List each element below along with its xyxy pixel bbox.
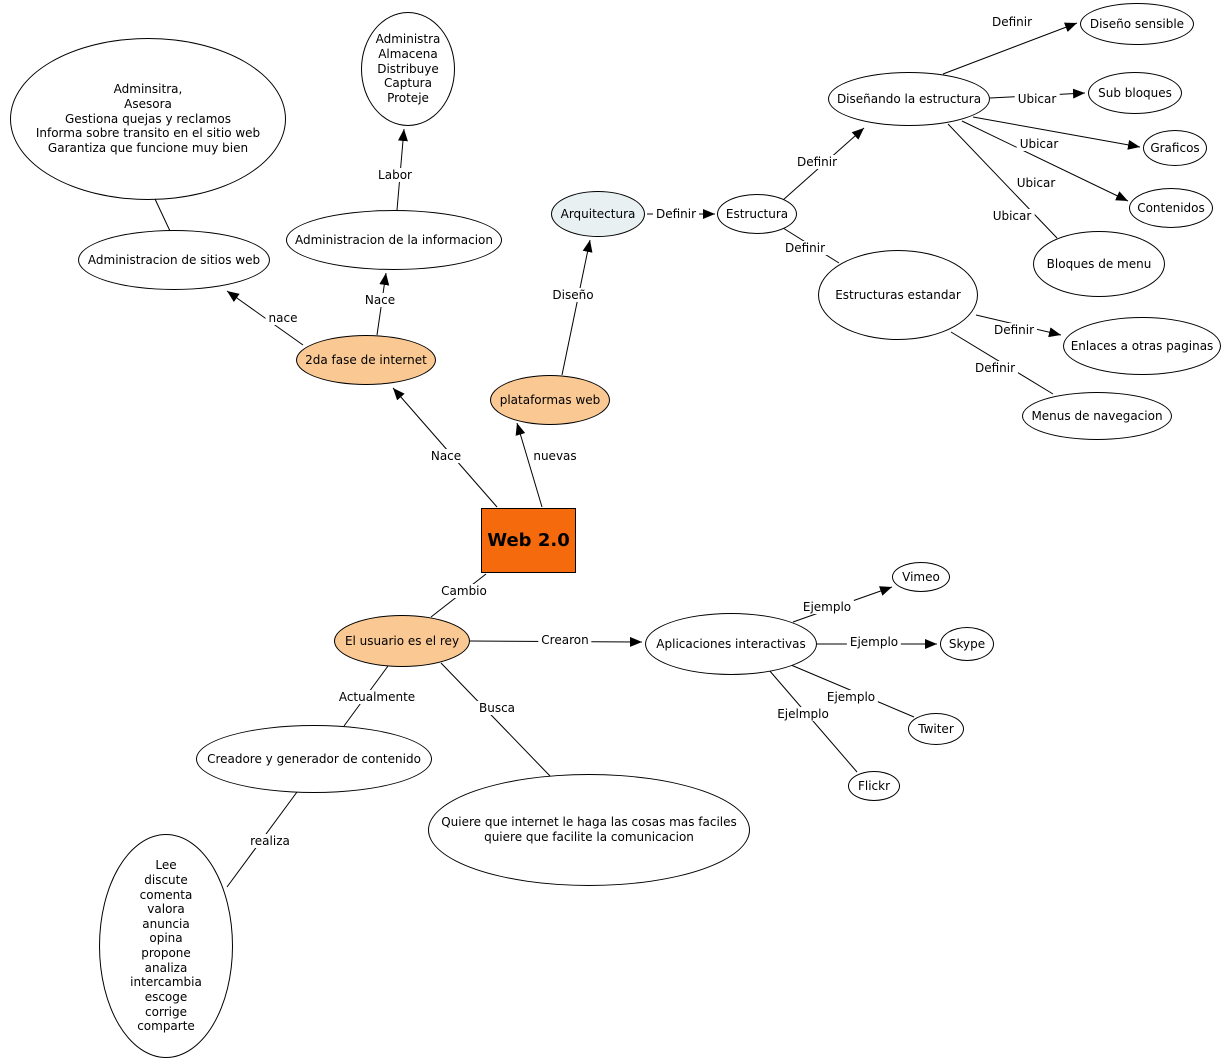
edge-label-ejelmplo-flickr[interactable]: Ejelmplo [774, 707, 832, 721]
edge-fase2-admin-sitios [226, 290, 304, 346]
node-twiter[interactable]: Twiter [908, 713, 964, 745]
edge-label-diseno[interactable]: Diseño [549, 288, 597, 302]
edge-label-actualmente[interactable]: Actualmente [335, 690, 419, 704]
node-admin-informacion[interactable]: Administracion de la informacion [286, 210, 502, 270]
edge-label-ubicar-contenidos[interactable]: Ubicar [1013, 176, 1059, 190]
edge-label-busca[interactable]: Busca [475, 701, 519, 715]
edge-label-definir-arq[interactable]: Definir [652, 207, 700, 221]
node-admin-sitios[interactable]: Administracion de sitios web [78, 230, 270, 290]
node-fase2[interactable]: 2da fase de internet [296, 335, 436, 385]
node-graficos[interactable]: Graficos [1143, 130, 1207, 166]
node-admin-tasks[interactable]: Adminsitra, Asesora Gestiona quejas y re… [10, 38, 286, 200]
edge-label-crearon[interactable]: Crearon [538, 633, 592, 647]
edge-web20-plataformas [515, 422, 543, 508]
node-bloques-menu[interactable]: Bloques de menu [1033, 231, 1165, 297]
node-usuario[interactable]: El usuario es el rey [334, 615, 470, 667]
edge-label-cambio[interactable]: Cambio [438, 584, 490, 598]
edge-label-ejemplo-skype[interactable]: Ejemplo [846, 635, 902, 649]
node-enlaces[interactable]: Enlaces a otras paginas [1063, 317, 1221, 375]
node-plataformas[interactable]: plataformas web [490, 375, 610, 425]
edge-aplicaciones-flickr [768, 669, 858, 773]
edge-label-realiza[interactable]: realiza [247, 834, 293, 848]
node-contenidos[interactable]: Contenidos [1129, 188, 1213, 228]
node-arquitectura[interactable]: Arquitectura [551, 191, 645, 237]
edge-disenando-graficos [972, 116, 1141, 150]
edge-label-definir-disenando[interactable]: Definir [793, 155, 841, 169]
edge-plataformas-arquitectura [561, 239, 593, 376]
edge-label-ubicar-graficos[interactable]: Ubicar [1016, 137, 1062, 151]
node-info-tasks[interactable]: Administra Almacena Distribuye Captura P… [361, 12, 455, 126]
node-web-2-0[interactable]: Web 2.0 [481, 508, 576, 573]
node-diseno-sensible[interactable]: Diseño sensible [1080, 3, 1194, 45]
edge-label-ejemplo-vimeo[interactable]: Ejemplo [799, 600, 855, 614]
node-flickr[interactable]: Flickr [848, 771, 900, 801]
node-creadore[interactable]: Creadore y generador de contenido [196, 725, 432, 793]
node-vimeo[interactable]: Vimeo [892, 562, 950, 592]
edge-label-definir-estandar[interactable]: Definir [781, 241, 829, 255]
node-menus-nav[interactable]: Menus de navegacion [1022, 392, 1172, 440]
node-skype[interactable]: Skype [940, 627, 994, 661]
edge-admin-tasks-admin-sitios [154, 198, 171, 232]
edge-label-nace-sitios[interactable]: nace [265, 311, 301, 325]
edge-label-ubicar-bloques[interactable]: Ubicar [989, 209, 1035, 223]
edge-label-definir-sensible[interactable]: Definir [988, 15, 1036, 29]
edge-web20-fase2 [392, 387, 498, 508]
node-aplicaciones[interactable]: Aplicaciones interactivas [645, 613, 817, 675]
edge-label-labor[interactable]: Labor [375, 168, 415, 182]
edge-label-nace-fase[interactable]: Nace [427, 449, 465, 463]
edge-label-ejemplo-twiter[interactable]: Ejemplo [823, 690, 879, 704]
node-estructura[interactable]: Estructura [717, 194, 797, 234]
node-disenando[interactable]: Diseñando la estructura [828, 72, 990, 126]
node-user-actions[interactable]: Lee discute comenta valora anuncia opina… [99, 834, 233, 1058]
edge-disenando-contenidos [961, 120, 1129, 202]
edge-disenando-bloques-menu [947, 123, 1058, 239]
node-quiere[interactable]: Quiere que internet le haga las cosas ma… [428, 774, 750, 886]
node-sub-bloques[interactable]: Sub bloques [1088, 72, 1182, 114]
edge-disenando-diseno-sensible [942, 22, 1078, 75]
edge-label-ubicar-sub[interactable]: Ubicar [1014, 92, 1060, 106]
edge-label-definir-menus[interactable]: Definir [971, 361, 1019, 375]
edge-label-nace-info[interactable]: Nace [361, 293, 399, 307]
node-estructuras-estandar[interactable]: Estructuras estandar [818, 250, 978, 340]
edge-label-definir-enlaces[interactable]: Definir [990, 323, 1038, 337]
edge-label-nuevas[interactable]: nuevas [530, 449, 580, 463]
edge-usuario-quiere [440, 662, 551, 777]
